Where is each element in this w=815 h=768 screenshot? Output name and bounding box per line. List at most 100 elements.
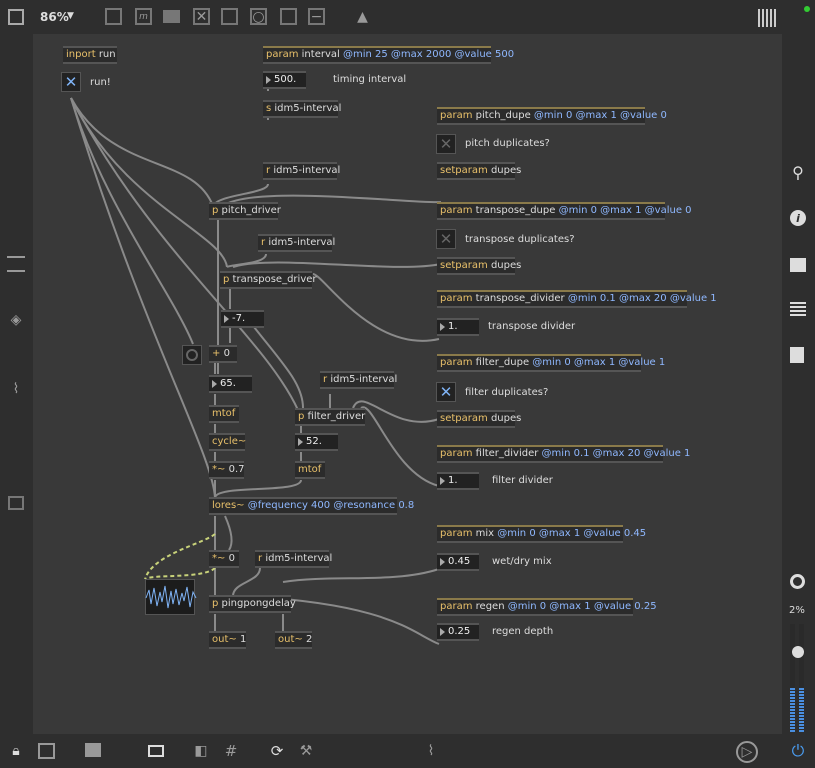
paint-bucket-icon[interactable]: ▲ bbox=[357, 8, 368, 25]
audio-icon[interactable]: ▷ bbox=[736, 741, 758, 763]
power-icon[interactable]: ⏻ bbox=[791, 741, 805, 760]
p-pitch-driver[interactable]: p pitch_driver bbox=[209, 202, 281, 220]
number-box-pitch[interactable]: 65. bbox=[209, 375, 252, 393]
cord bbox=[352, 400, 440, 423]
presentation-edit-icon[interactable] bbox=[38, 743, 55, 759]
number-box-interval[interactable]: 500. bbox=[263, 71, 306, 89]
book-icon[interactable] bbox=[790, 258, 806, 272]
search-icon[interactable]: ⚲ bbox=[792, 162, 804, 182]
lores-filter[interactable]: lores~ @frequency 400 @resonance 0.8 bbox=[209, 497, 414, 515]
receive-interval-2[interactable]: r idm5-interval bbox=[258, 234, 335, 252]
cord bbox=[312, 273, 440, 342]
layers-icon[interactable]: ◈ bbox=[10, 312, 22, 328]
patcher-canvas[interactable]: inport run ✕ run! param interval @min 25… bbox=[33, 34, 782, 734]
transpose-div-comment: transpose divider bbox=[488, 321, 576, 332]
cord bbox=[224, 515, 233, 551]
cycle-object[interactable]: cycle~ bbox=[209, 433, 246, 451]
param-pitch-dupe[interactable]: param pitch_dupe @min 0 @max 1 @value 0 bbox=[437, 107, 667, 125]
level-knob[interactable] bbox=[792, 646, 804, 658]
out-1[interactable]: out~ 1 bbox=[209, 631, 246, 649]
param-transpose-divider[interactable]: param transpose_divider @min 0.1 @max 20… bbox=[437, 290, 717, 308]
sidebar-toggle-icon[interactable] bbox=[8, 9, 24, 25]
grid-icon[interactable] bbox=[758, 9, 778, 27]
number-box-mix[interactable]: 0.45 bbox=[437, 553, 479, 571]
inport-object[interactable]: inport run bbox=[63, 46, 117, 64]
hammer-icon[interactable]: ⚒ bbox=[299, 743, 313, 759]
bang-button[interactable] bbox=[182, 345, 202, 365]
transpose-dupe-toggle[interactable]: ✕ bbox=[436, 229, 456, 249]
mtof-object-2[interactable]: mtof bbox=[295, 461, 325, 479]
number-box-filter-divider[interactable]: 1. bbox=[437, 472, 479, 490]
right-sidebar: ⚲ i bbox=[782, 34, 815, 734]
setparam-transpose[interactable]: setparam dupes bbox=[437, 257, 521, 275]
grid-icon[interactable]: # bbox=[224, 742, 238, 760]
paperclip-icon[interactable]: ⌇ bbox=[12, 381, 20, 397]
record-icon[interactable] bbox=[790, 574, 805, 589]
param-regen[interactable]: param regen @min 0 @max 1 @value 0.25 bbox=[437, 598, 657, 616]
plus-object[interactable]: + 0 bbox=[209, 345, 237, 363]
multiply-07-object[interactable]: *~ 0.7 bbox=[209, 461, 244, 479]
timing-comment: timing interval bbox=[333, 74, 407, 85]
patch-icon[interactable] bbox=[85, 743, 101, 757]
param-mix[interactable]: param mix @min 0 @max 1 @value 0.45 bbox=[437, 525, 646, 543]
device-icon[interactable] bbox=[8, 496, 24, 510]
output-level-meter[interactable] bbox=[790, 624, 806, 732]
button-icon[interactable]: ✕ bbox=[193, 8, 210, 25]
out-2[interactable]: out~ 2 bbox=[275, 631, 312, 649]
slider-icon[interactable]: − bbox=[308, 8, 325, 25]
filter-dupe-toggle[interactable]: ✕ bbox=[436, 382, 456, 402]
setparam-pitch[interactable]: setparam dupes bbox=[437, 162, 521, 180]
number-box-transpose[interactable]: -7. bbox=[221, 310, 264, 328]
comment-icon[interactable] bbox=[163, 10, 180, 23]
filter-div-comment: filter divider bbox=[492, 475, 553, 486]
pitch-dupe-toggle[interactable]: ✕ bbox=[436, 134, 456, 154]
bottom-toolbar: 🔒︎ ◧ # ⟳ ⚒ ⌇ ▷ ⏻ bbox=[0, 734, 815, 768]
export-icon[interactable] bbox=[790, 347, 804, 363]
param-transpose-dupe[interactable]: param transpose_dupe @min 0 @max 1 @valu… bbox=[437, 202, 692, 220]
param-interval[interactable]: param interval @min 25 @max 2000 @value … bbox=[263, 46, 514, 64]
p-pingpongdelay[interactable]: p pingpongdelay bbox=[209, 595, 296, 613]
receive-interval-1[interactable]: r idm5-interval bbox=[263, 162, 340, 180]
number-box-regen[interactable]: 0.25 bbox=[437, 623, 479, 641]
number-icon[interactable]: ○ bbox=[250, 8, 267, 25]
multiply-0-object[interactable]: *~ 0 bbox=[209, 550, 239, 568]
regen-comment: regen depth bbox=[492, 626, 554, 637]
hide-icon[interactable]: ◧ bbox=[194, 743, 208, 759]
param-filter-dupe[interactable]: param filter_dupe @min 0 @max 1 @value 1 bbox=[437, 354, 665, 372]
gain-icon[interactable] bbox=[280, 8, 297, 25]
list-icon[interactable] bbox=[790, 302, 806, 316]
presentation-icon[interactable] bbox=[105, 8, 122, 25]
p-filter-driver[interactable]: p filter_driver bbox=[295, 408, 365, 426]
toggle-icon[interactable] bbox=[221, 8, 238, 25]
p-transpose-driver[interactable]: p transpose_driver bbox=[220, 271, 317, 289]
cord bbox=[214, 479, 302, 499]
zoom-level[interactable]: 86% bbox=[40, 10, 69, 24]
filter-dup-comment: filter duplicates? bbox=[465, 387, 549, 398]
refresh-icon[interactable]: ⟳ bbox=[270, 742, 284, 760]
mix-comment: wet/dry mix bbox=[492, 556, 552, 567]
lock-icon[interactable]: 🔒︎ bbox=[12, 743, 20, 759]
cord bbox=[222, 194, 442, 207]
cord bbox=[70, 97, 228, 268]
run-toggle[interactable]: ✕ bbox=[61, 72, 81, 92]
param-filter-divider[interactable]: param filter_divider @min 0.1 @max 20 @v… bbox=[437, 445, 690, 463]
run-comment: run! bbox=[90, 77, 111, 88]
chevron-down-icon[interactable]: ▼ bbox=[67, 11, 74, 21]
number-box-filter[interactable]: 52. bbox=[295, 433, 338, 451]
mtof-object-1[interactable]: mtof bbox=[209, 405, 239, 423]
send-interval[interactable]: s idm5-interval bbox=[263, 100, 341, 118]
windows-icon[interactable] bbox=[148, 745, 164, 757]
oscilloscope[interactable] bbox=[145, 579, 197, 615]
receive-interval-4[interactable]: r idm5-interval bbox=[255, 550, 332, 568]
attach-icon[interactable]: ⌇ bbox=[427, 743, 435, 759]
waveform bbox=[145, 585, 197, 609]
left-sidebar: ◈ ⌇ bbox=[0, 34, 33, 734]
menu-icon[interactable] bbox=[7, 256, 25, 272]
cord bbox=[70, 97, 194, 345]
number-box-transpose-divider[interactable]: 1. bbox=[437, 318, 479, 336]
info-icon[interactable]: i bbox=[790, 210, 806, 226]
receive-interval-3[interactable]: r idm5-interval bbox=[320, 371, 397, 389]
message-icon[interactable]: m bbox=[135, 8, 152, 25]
cord bbox=[282, 568, 440, 583]
setparam-filter[interactable]: setparam dupes bbox=[437, 410, 521, 428]
